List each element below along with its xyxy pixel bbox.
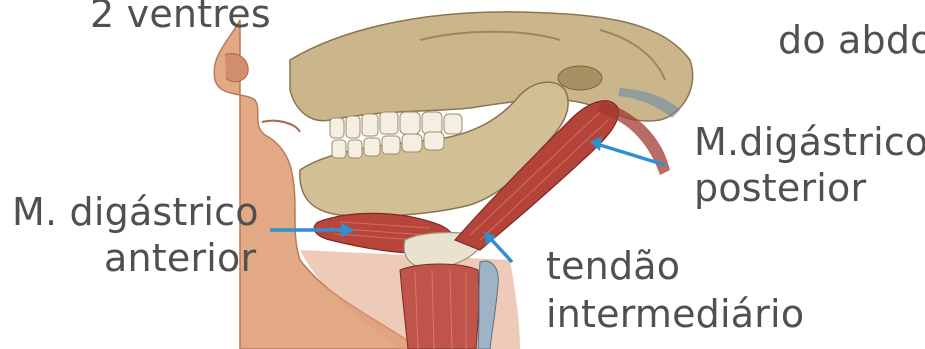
label-abdomen-fragment: do abdo — [778, 18, 925, 62]
label-digastric-posterior-2: posterior — [694, 166, 866, 210]
skull-bone — [290, 12, 693, 121]
label-intermediate-tendon-2: intermediário — [546, 292, 804, 336]
label-digastric-anterior-1: M. digástrico — [12, 190, 259, 234]
label-digastric-anterior-2: anterior — [104, 236, 256, 280]
infrahyoid-muscles — [400, 264, 479, 349]
label-digastric-posterior-1: M.digástrico — [694, 120, 925, 164]
label-two-bellies: 2 ventres — [90, 0, 271, 36]
label-intermediate-tendon-1: tendão — [546, 244, 680, 288]
